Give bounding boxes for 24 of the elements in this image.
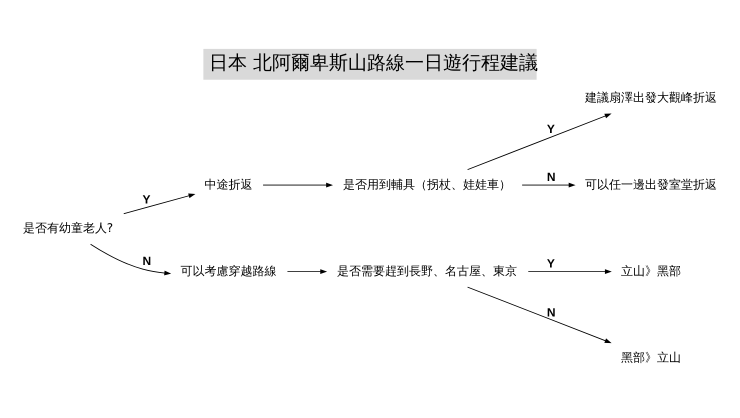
node-text: 可以任一邊出發室堂折返: [585, 176, 718, 191]
node-text: 中途折返: [204, 176, 253, 191]
arrow: [123, 192, 196, 214]
arrow: [467, 286, 612, 343]
arrow: [90, 243, 172, 275]
node-text: 可以考慮穿越路線: [180, 263, 277, 278]
node-text: 是否用到輔具（拐杖、娃娃車）: [342, 176, 511, 191]
diagram-title: 日本 北阿爾卑斯山路線一日遊行程建議: [208, 52, 538, 74]
edge-label: N: [546, 169, 556, 184]
edge-label: Y: [546, 121, 555, 136]
arrow: [522, 182, 576, 187]
arrow: [262, 182, 333, 187]
node-text: 建議扇澤出發大觀峰折返: [585, 90, 718, 104]
arrow: [467, 113, 612, 170]
edge-label: N: [546, 304, 556, 319]
arrow: [287, 268, 328, 274]
arrow: [528, 268, 612, 274]
edge-label: Y: [546, 256, 555, 270]
node-text: 立山》黑部: [621, 263, 682, 278]
node-text: 黑部》立山: [621, 350, 682, 364]
node-text: 是否需要趕到長野、名古屋、東京: [336, 263, 517, 278]
edge-label: Y: [142, 192, 151, 206]
edge-label: N: [142, 253, 152, 268]
node-text: 是否有幼童老人?: [22, 220, 114, 234]
